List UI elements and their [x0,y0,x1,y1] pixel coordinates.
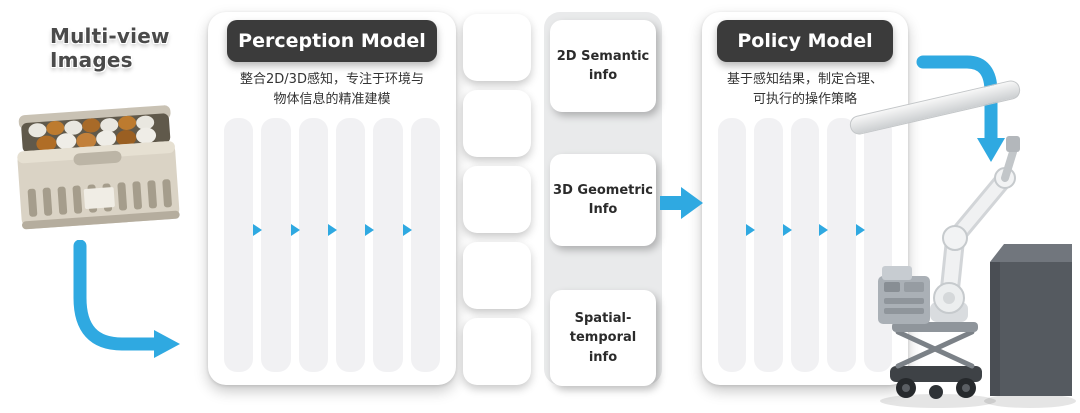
flow-chevron-icon [746,223,756,236]
flow-chevron-icon [855,223,865,236]
flow-chevron-icon [782,223,792,236]
perception-model-card: Perception Model 整合2D/3D感知，专注于环境与 物体信息的精… [208,12,456,385]
policy-feature-bar [790,118,829,372]
info-box-3d-geometric: 3D Geometric Info [550,154,656,246]
policy-feature-bar [754,118,792,372]
perception-subtitle-line2: 物体信息的精准建模 [273,92,391,108]
info-box-line: Spatial- [574,310,632,326]
token-tile [463,14,531,81]
token-tile [463,242,531,309]
flow-chevron-icon [290,223,300,236]
policy-feature-bar [718,118,756,372]
flow-chevron-icon [253,223,263,236]
perception-feature-bar [335,118,375,372]
multi-view-label-line1: Multi-view [50,24,170,48]
token-tile [463,90,531,157]
info-box-line: 2D Semantic [556,48,650,64]
perception-feature-bar [410,118,440,372]
perception-feature-bar [298,118,337,372]
info-box-line: temporal [569,330,637,346]
policy-model-subtitle: 基于感知结果，制定合理、 可执行的操作策略 [702,70,908,110]
flow-chevron-icon [365,223,375,236]
perception-subtitle-line1: 整合2D/3D感知，专注于环境与 [240,72,424,87]
policy-subtitle-line2: 可执行的操作策略 [752,92,857,108]
input-flow-arrow-icon [73,240,180,358]
policy-feature-bar [827,118,865,372]
multi-view-label-line2: Images [50,48,133,72]
policy-model-title: Policy Model [717,20,893,62]
multi-view-images-label: Multi-view Images [50,24,170,72]
info-box-line: Info [588,202,618,217]
info-box-spatial-temporal: Spatial- temporal info [550,290,656,386]
flow-chevron-icon [402,223,412,236]
perception-model-subtitle: 整合2D/3D感知，专注于环境与 物体信息的精准建模 [208,70,456,110]
info-box-line: info [588,68,618,83]
flow-chevron-icon [819,223,829,236]
info-strip: 2D Semantic info 3D Geometric Info Spati… [544,12,662,386]
token-tile [463,318,531,385]
perception-feature-bar [261,118,300,372]
to-policy-flow-arrow-icon [660,187,703,219]
robot-arm-image [878,136,1076,408]
policy-subtitle-line1: 基于感知结果，制定合理、 [726,72,883,87]
info-box-line: 3D Geometric [553,182,653,198]
multi-view-crate-image [17,105,180,230]
token-column [463,14,531,385]
perception-feature-bar [373,118,412,372]
flow-chevron-icon [327,223,337,236]
policy-feature-bar [863,118,893,372]
policy-model-card: Policy Model 基于感知结果，制定合理、 可执行的操作策略 [702,12,908,385]
perception-model-title: Perception Model [226,20,438,62]
perception-feature-columns [224,118,440,372]
info-box-2d-semantic: 2D Semantic info [550,20,656,112]
token-tile [463,166,531,233]
perception-feature-bar [224,118,263,372]
policy-feature-columns [718,118,893,372]
info-box-line: info [588,349,618,365]
